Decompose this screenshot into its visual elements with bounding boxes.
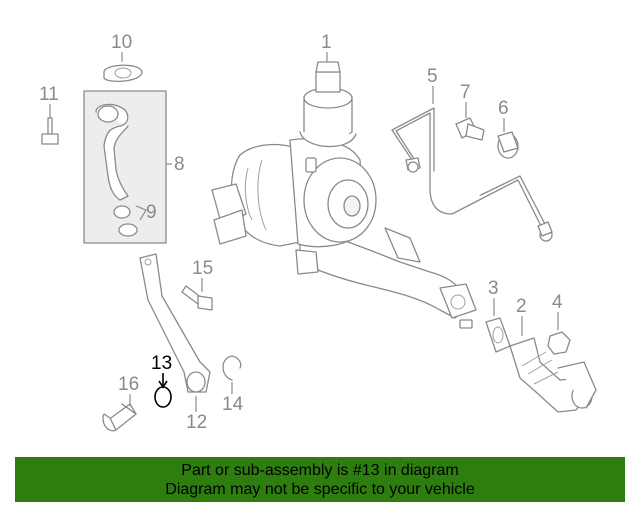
pipe-2 (509, 337, 597, 413)
callout-6[interactable]: 6 (498, 98, 509, 119)
bolt-7 (455, 117, 485, 141)
callout-7[interactable]: 7 (460, 82, 471, 103)
oil-feed-line (391, 107, 553, 242)
bolt-11 (41, 117, 59, 145)
callout-1[interactable]: 1 (321, 32, 332, 53)
callout-11[interactable]: 11 (39, 84, 59, 105)
callout-13[interactable]: 13 (151, 353, 172, 374)
nut-4 (547, 331, 571, 355)
fitting-16 (102, 403, 137, 432)
callout-9[interactable]: 9 (146, 202, 157, 223)
bolt-15 (181, 285, 213, 311)
callout-2[interactable]: 2 (516, 296, 527, 317)
banjo-fitting-6 (497, 131, 519, 159)
callout-16[interactable]: 16 (118, 374, 139, 395)
callout-8[interactable]: 8 (174, 154, 185, 175)
gasket-3 (485, 317, 511, 353)
callout-5[interactable]: 5 (427, 66, 438, 87)
gasket-10 (103, 64, 143, 83)
banner-line-disclaimer: Diagram may not be specific to your vehi… (165, 481, 475, 498)
callout-15[interactable]: 15 (192, 258, 213, 279)
info-banner: Part or sub-assembly is #13 in diagram D… (15, 457, 625, 502)
callout-leaders (49, 52, 559, 412)
callout-4[interactable]: 4 (552, 292, 563, 313)
turbocharger (211, 61, 477, 329)
clip-14 (222, 355, 242, 381)
parts-diagram: 1 2 3 4 5 6 7 8 9 10 11 12 13 14 15 16 (39, 32, 597, 433)
oil-return-pipe-box (83, 90, 167, 244)
oil-pipe-12 (139, 253, 211, 393)
callout-10[interactable]: 10 (111, 32, 132, 53)
callout-14[interactable]: 14 (222, 394, 244, 415)
o-ring-13 (154, 386, 172, 408)
callout-3[interactable]: 3 (488, 278, 499, 299)
callout-12[interactable]: 12 (186, 412, 207, 433)
banner-line-part: Part or sub-assembly is #13 in diagram (181, 462, 459, 479)
